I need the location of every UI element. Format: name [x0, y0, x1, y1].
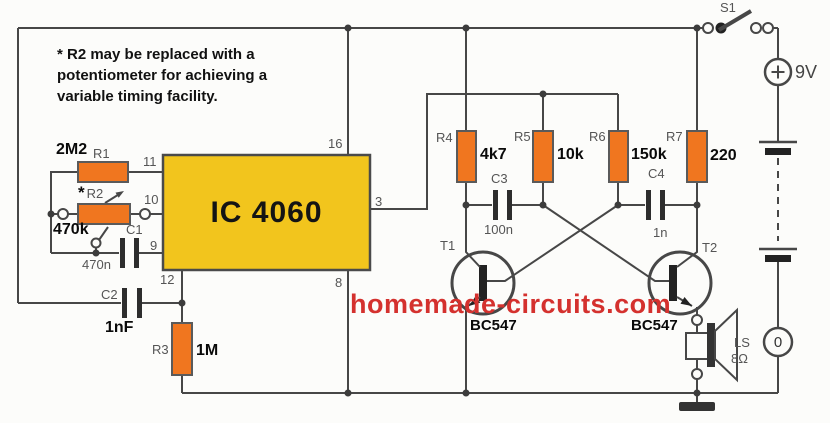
resistor-r5	[532, 130, 554, 183]
battery-symbol	[759, 57, 797, 393]
speaker-symbol	[685, 307, 738, 393]
r2-asterisk: *	[78, 183, 85, 202]
switch-s1	[702, 9, 779, 59]
capacitor-c1	[120, 238, 139, 268]
r2-ref: * R2	[78, 183, 104, 202]
wire-top-rail	[17, 27, 703, 303]
r3-ref: R3	[152, 342, 169, 357]
r3-value: 1M	[196, 342, 219, 359]
resistor-r1	[77, 161, 129, 183]
wire-cross-coupling	[487, 204, 669, 282]
c1-ref: C1	[126, 222, 143, 237]
c3-value: 100n	[484, 222, 513, 237]
speaker-impedance: 8Ω	[731, 351, 748, 366]
resistor-r3	[171, 322, 193, 376]
c3-ref: C3	[491, 171, 508, 186]
transistor-t2	[647, 205, 713, 316]
watermark-text: homemade-circuits.com	[350, 289, 672, 319]
transistor-t1	[450, 205, 516, 393]
note-text: * R2 may be replaced with a potentiomete…	[57, 46, 268, 105]
r1-ref: R1	[93, 146, 110, 161]
speaker-ref: LS	[734, 335, 750, 350]
pin-10: 10	[144, 192, 159, 207]
resistor-r6	[608, 130, 629, 183]
pin-12: 12	[160, 272, 175, 287]
r6-value: 150k	[631, 146, 667, 163]
capacitor-c4	[646, 190, 665, 220]
pin-16: 16	[328, 136, 343, 151]
wire-pin3	[370, 93, 619, 210]
pin-3: 3	[375, 194, 383, 209]
r4-ref: R4	[436, 130, 453, 145]
pin-8: 8	[335, 275, 343, 290]
r5-value: 10k	[557, 146, 584, 163]
battery-zero-terminal: 0	[773, 333, 783, 351]
c2-value: 1nF	[105, 319, 134, 336]
t2-part-number: BC547	[631, 317, 678, 334]
ic4060-label: IC 4060	[210, 195, 323, 229]
c1-value: 470n	[82, 257, 111, 272]
capacitor-c2	[122, 288, 142, 318]
resistor-r2	[77, 203, 131, 225]
t1-part-number: BC547	[470, 317, 517, 334]
r2-terminals	[57, 208, 151, 220]
r7-ref: R7	[666, 129, 683, 144]
ic4060-body	[161, 153, 372, 272]
r2-value: 470k	[53, 221, 89, 238]
pin-11: 11	[143, 154, 157, 169]
wire-c3-c4-line	[465, 182, 698, 206]
battery-plus-icon	[771, 65, 785, 79]
resistor-r7	[686, 130, 708, 183]
r4-value: 4k7	[480, 146, 507, 163]
junction-dots	[47, 24, 701, 397]
t1-ref: T1	[440, 238, 456, 253]
r5-ref: R5	[514, 129, 531, 144]
c4-ref: C4	[648, 166, 665, 181]
capacitor-c3	[493, 190, 512, 220]
s1-ref: S1	[720, 0, 736, 15]
c4-value: 1n	[653, 225, 668, 240]
resistor-r4	[456, 130, 477, 183]
r7-value: 220	[710, 147, 737, 164]
t2-ref: T2	[702, 240, 718, 255]
battery-voltage: 9V	[795, 62, 818, 82]
c2-ref: C2	[101, 287, 118, 302]
r1-value: 2M2	[56, 141, 88, 158]
pin-9: 9	[150, 238, 158, 253]
r6-ref: R6	[589, 129, 606, 144]
